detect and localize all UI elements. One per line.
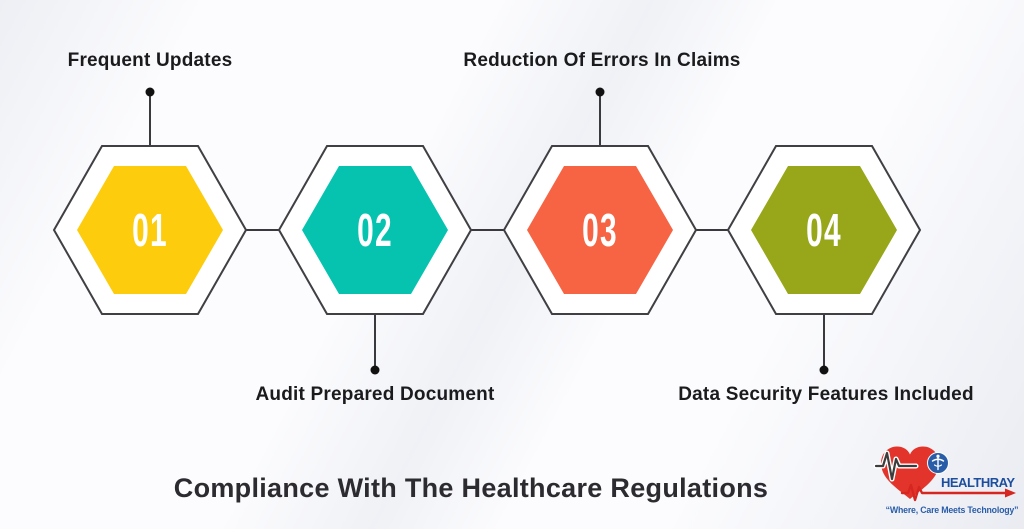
label-frequent-updates: Frequent Updates bbox=[67, 50, 233, 71]
step-number-2: 02 bbox=[357, 204, 393, 256]
logo-brand-text: HEALTHRAY bbox=[941, 475, 1015, 490]
connector-dot-step-1 bbox=[145, 87, 155, 97]
connector-dot-step-4 bbox=[819, 365, 829, 375]
caduceus-detail bbox=[931, 454, 945, 471]
label-data-security-features-included: Data Security Features Included bbox=[678, 384, 974, 405]
ekg-arrow-line bbox=[900, 483, 1008, 502]
hexagon-step-3: 03 bbox=[500, 142, 700, 318]
hexagon-fill-4 bbox=[751, 166, 897, 294]
step-number-3: 03 bbox=[582, 204, 618, 256]
ekg-line-icon bbox=[874, 451, 918, 481]
connector-dot-step-2 bbox=[370, 365, 380, 375]
hexagon-fill-1 bbox=[77, 166, 223, 294]
infographic-title: Compliance With The Healthcare Regulatio… bbox=[173, 473, 769, 503]
hexagon-step-2: 02 bbox=[275, 142, 475, 318]
healthray-logo: HEALTHRAY “Where, Care Meets Technology” bbox=[858, 436, 1022, 526]
ekg-arrow-icon bbox=[1005, 488, 1016, 498]
connector-dot-step-3 bbox=[595, 87, 605, 97]
hexagon-step-1: 01 bbox=[50, 142, 250, 318]
label-audit-prepared-document: Audit Prepared Document bbox=[255, 384, 495, 405]
step-number-1: 01 bbox=[132, 204, 168, 256]
hexagon-fill-2 bbox=[302, 166, 448, 294]
label-reduction-of-errors-in-claims: Reduction Of Errors In Claims bbox=[463, 50, 741, 71]
hexagon-fill-3 bbox=[527, 166, 673, 294]
hexagon-step-4: 04 bbox=[724, 142, 924, 318]
logo-tagline-text: “Where, Care Meets Technology” bbox=[886, 505, 1019, 515]
step-number-4: 04 bbox=[806, 204, 842, 256]
